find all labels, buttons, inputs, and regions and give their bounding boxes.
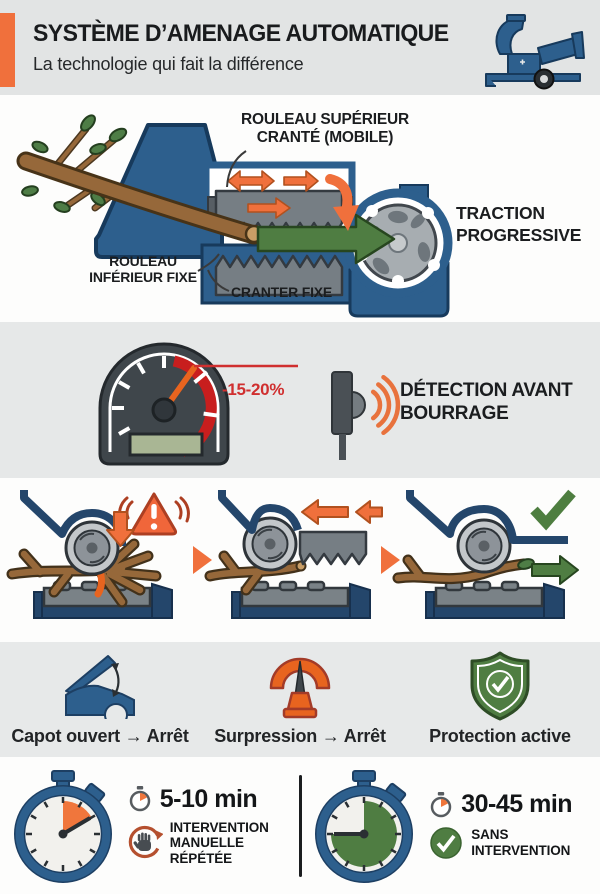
bottom-roller-label: ROULEAU INFÉRIEUR FIXE: [89, 253, 197, 286]
safety-section: Capot ouvert → Arrêt Surpression → Arrêt: [0, 642, 600, 757]
page-title: SYSTÈME D’AMENAGE AUTOMATIQUE: [33, 20, 449, 47]
manual-hand-icon: [128, 825, 163, 859]
auto-time: 30-45 min: [461, 790, 573, 818]
step-arrow-icon: [381, 546, 400, 574]
comparison-section: 5-10 min: [0, 757, 600, 894]
vertical-divider: [298, 774, 302, 877]
manual-time: 5-10 min: [159, 784, 258, 813]
manual-intervention-block: 5-10 min: [0, 768, 299, 884]
manual-label: INTERVENTION MANUELLE RÉPÉTÉE: [169, 819, 269, 866]
check-circle-icon: [430, 827, 462, 859]
accent-bar: [0, 13, 15, 87]
panel-reverse: [204, 490, 383, 620]
feed-diagram-illustration: [16, 114, 453, 318]
header: SYSTÈME D’AMENAGE AUTOMATIQUE La technol…: [0, 0, 600, 95]
safety-item-pressure: Surpression → Arrêt: [200, 642, 400, 757]
traction-label: TRACTION PROGRESSIVE: [456, 203, 582, 245]
feed-diagram-section: ROULEAU SUPÉRIEUR CRANTÉ (MOBILE) TRACTI…: [0, 95, 600, 322]
sequence-illustration: [6, 489, 579, 620]
detection-label: DÉTECTION AVANT BOURRAGE: [400, 380, 573, 425]
protection-caption: Protection active: [429, 726, 571, 746]
detection-section: -15-20% DÉTECTION AVANT BOURRAGE: [0, 322, 600, 478]
reverse-arrows: [301, 499, 383, 525]
top-roller-label: ROULEAU SUPÉRIEUR CRANTÉ (MOBILE): [241, 111, 409, 146]
stopwatch-manual-icon: [13, 769, 112, 883]
pressure-caption: Surpression → Arrêt: [214, 726, 386, 746]
page-subtitle: La technologie qui fait la différence: [33, 54, 304, 74]
press-down-arrow: [106, 511, 135, 547]
stopwatch-auto-icon: [315, 769, 414, 883]
panel-jam-detected: [6, 490, 190, 620]
fixed-track-label: CRANTER FIXE: [231, 284, 333, 300]
checkmark-icon: [530, 489, 576, 531]
gauge-illustration: [98, 342, 401, 466]
step-arrow-icon: [193, 546, 212, 574]
auto-intervention-block: 30-45 min SANS INTERVENTION: [302, 768, 600, 884]
shield-check-icon: [470, 651, 530, 721]
reduction-value: -15-20%: [222, 380, 285, 399]
sequence-section: [0, 478, 600, 642]
roller-motion-arrows: [227, 170, 319, 219]
wood-chipper-icon: [485, 14, 585, 90]
feed-forward-arrow: [531, 555, 579, 585]
sensor-icon: [331, 371, 401, 460]
clock-icon: [129, 786, 150, 812]
hood-open-icon: [65, 655, 135, 719]
panel-resume: [392, 489, 579, 620]
safety-item-hood: Capot ouvert → Arrêt: [0, 642, 200, 757]
sound-waves-icon: [370, 374, 401, 436]
safety-item-protection: Protection active: [400, 642, 600, 757]
auto-label: SANS INTERVENTION: [471, 827, 571, 858]
pressure-gauge-icon: [269, 657, 331, 719]
warning-triangle-icon: [118, 492, 190, 536]
clock-icon: [431, 791, 452, 817]
traction-arrow: [256, 213, 396, 265]
hood-caption: Capot ouvert → Arrêt: [11, 726, 189, 746]
